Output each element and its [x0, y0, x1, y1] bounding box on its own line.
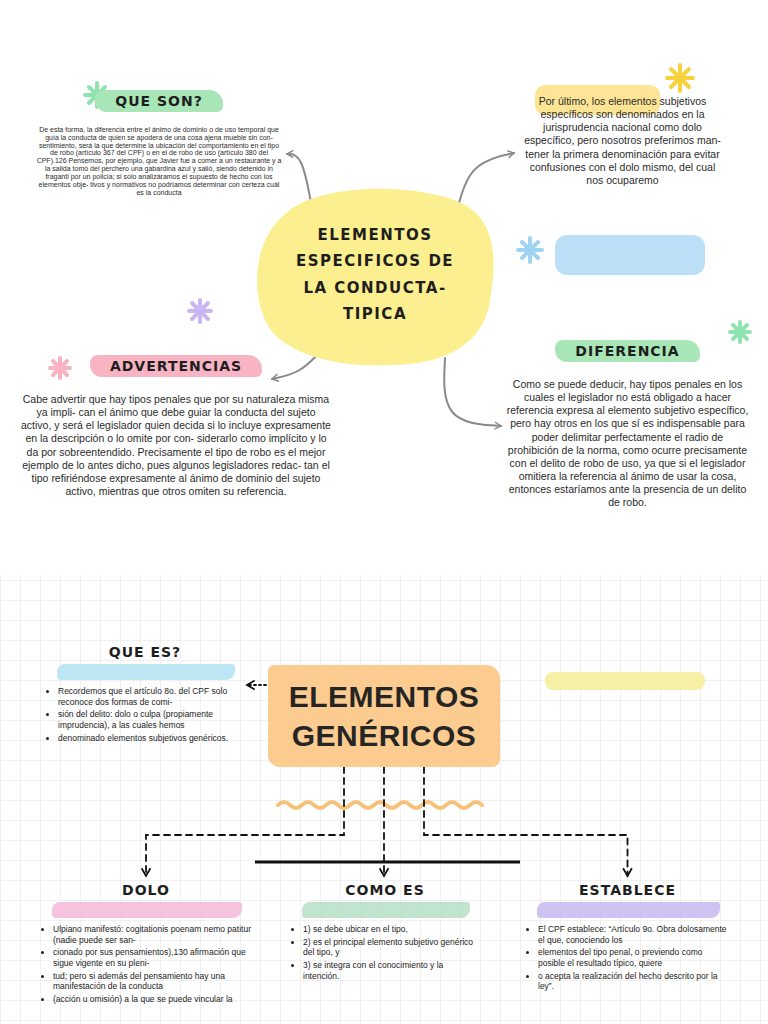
bullet-item: 2) es el principal elemento subjetivo ge…	[303, 937, 480, 958]
topic-node: DIFERENCIA Como se puede deducir, hay tip…	[505, 340, 750, 509]
body-text: Cabe advertir que hay tipos penales que …	[20, 393, 332, 498]
star-doodle	[730, 322, 750, 342]
section-heading: QUE ES?	[45, 644, 245, 660]
bullet-item: elementos del tipo penal, o previendo co…	[538, 947, 730, 968]
bullet-item: Recordemos que el artículo 8o. del CPF s…	[58, 686, 245, 707]
section-title: ELEMENTOS GENÉRICOS	[276, 677, 492, 755]
highlight-band	[57, 664, 235, 680]
grid-ground	[0, 575, 768, 1024]
wavy-line	[278, 802, 482, 808]
bullet-item: tud; pero si además del pensamiento hay …	[53, 971, 252, 992]
star-doodle	[189, 300, 211, 322]
blob-shape	[250, 180, 500, 370]
central-blob: ELEMENTOS ESPECIFICOS DE LA CONDUCTA-TIP…	[250, 180, 500, 370]
heading-row: DIFERENCIA	[505, 340, 750, 362]
bullet-item: 1) se debe ubicar en el tipo,	[303, 924, 480, 935]
bullet-item: o acepta la realización del hecho descri…	[538, 971, 730, 992]
section-heading: DIFERENCIA	[555, 340, 699, 362]
connector-arrow	[287, 154, 312, 208]
topic-node: ADVERTENCIAS Cabe advertir que hay tipos …	[20, 355, 332, 498]
bullet-item: (acción u omisión) a la que se puede vin…	[53, 994, 252, 1005]
bullet-list: Ulpiano manifestó: cogitationis poenam n…	[40, 924, 252, 1004]
topic-node: QUE SON? De esta forma, la diferencia ent…	[35, 90, 283, 196]
star-doodle	[50, 358, 70, 378]
bullet-item: denominado elementos subjetivos genérico…	[58, 733, 245, 744]
connector-arrow	[383, 767, 385, 876]
bullet-list: El CPF establece: “Artículo 9o. Obra dol…	[525, 924, 730, 992]
bullet-list: 1) se debe ubicar en el tipo, 2) es el pr…	[290, 924, 480, 981]
topic-node: QUE ES? Recordemos que el artículo 8o. de…	[45, 640, 245, 745]
bullet-list: Recordemos que el artículo 8o. del CPF s…	[45, 686, 245, 743]
bullet-item: Ulpiano manifestó: cogitationis poenam n…	[53, 924, 252, 945]
heading-row: QUE SON?	[35, 90, 283, 112]
star-doodle	[518, 238, 542, 262]
topic-node: ESTABLECE El CPF establece: “Artículo 9o.…	[525, 878, 730, 994]
section-heading: COMO ES	[290, 882, 480, 898]
branch-bar	[255, 861, 520, 864]
highlight-band	[52, 902, 242, 918]
connector-arrow	[444, 358, 501, 426]
bullet-item: sión del delito: dolo o culpa (propiamen…	[58, 709, 245, 730]
section-heading: QUE SON?	[95, 90, 223, 112]
body-text: De esta forma, la diferencia entre el án…	[35, 126, 283, 196]
bullet-item: 3) se integra con el conocimiento y la i…	[303, 960, 480, 981]
highlight-band	[545, 672, 705, 690]
central-title: ELEMENTOS ESPECIFICOS DE LA CONDUCTA-TIP…	[290, 222, 460, 327]
topic-node: DOLO Ulpiano manifestó: cogitationis poen…	[40, 878, 252, 1006]
topic-node: Por último, los elementos subjetivos esp…	[520, 95, 725, 187]
connector-arrow	[247, 684, 266, 686]
section-heading: ESTABLECE	[525, 882, 730, 898]
topic-node: COMO ES 1) se debe ubicar en el tipo, 2) e…	[290, 878, 480, 983]
heading-row: ADVERTENCIAS	[20, 355, 332, 377]
connector-arrow	[424, 767, 628, 876]
title-box: ELEMENTOS GENÉRICOS	[268, 665, 500, 767]
highlight-band	[555, 235, 705, 275]
body-text: Por último, los elementos subjetivos esp…	[520, 95, 725, 187]
highlight-band	[537, 902, 720, 918]
bullet-item: cionado por sus pensamientos),130 afirma…	[53, 947, 252, 968]
highlight-band	[302, 902, 470, 918]
section-heading: DOLO	[40, 882, 252, 898]
section-heading: ADVERTENCIAS	[90, 355, 262, 377]
body-text: Como se puede deducir, hay tipos penales…	[505, 378, 750, 509]
star-doodle	[667, 65, 693, 91]
connector-arrow	[146, 767, 344, 876]
bullet-item: El CPF establece: “Artículo 9o. Obra dol…	[538, 924, 730, 945]
